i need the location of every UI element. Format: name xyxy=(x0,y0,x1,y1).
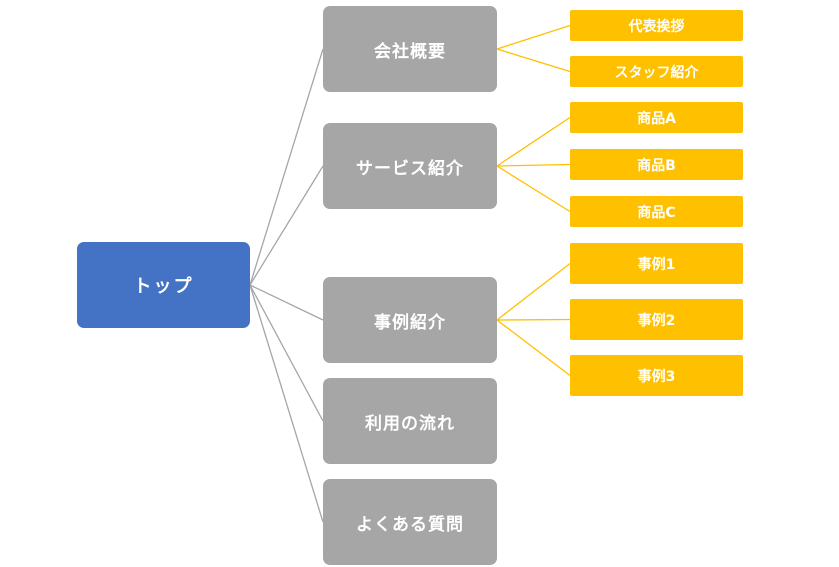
section-to-leaf-connector xyxy=(496,262,571,321)
leaf-node-case-3: 事例3 xyxy=(570,355,743,396)
section-node-label: よくある質問 xyxy=(356,514,464,535)
section-to-leaf-connector xyxy=(496,165,571,213)
section-node-company: 会社概要 xyxy=(323,6,497,92)
leaf-node-label: 商品A xyxy=(637,110,676,127)
root-to-section-connector xyxy=(249,284,324,523)
root-to-section-connector xyxy=(249,284,324,422)
root-to-section-connector xyxy=(249,165,324,286)
section-to-leaf-connector xyxy=(496,318,571,321)
leaf-node-product-c: 商品C xyxy=(570,196,743,227)
leaf-node-product-a: 商品A xyxy=(570,102,743,133)
section-node-services: サービス紹介 xyxy=(323,123,497,209)
leaf-node-label: 商品C xyxy=(637,204,676,221)
section-node-flow: 利用の流れ xyxy=(323,378,497,464)
leaf-node-case-1: 事例1 xyxy=(570,243,743,284)
section-node-faq: よくある質問 xyxy=(323,479,497,565)
leaf-node-greeting: 代表挨拶 xyxy=(570,10,743,41)
section-node-label: サービス紹介 xyxy=(356,158,464,179)
root-node-label: トップ xyxy=(133,276,194,297)
section-to-leaf-connector xyxy=(496,24,571,50)
section-to-leaf-connector xyxy=(496,163,571,167)
leaf-node-staff: スタッフ紹介 xyxy=(570,56,743,87)
section-to-leaf-connector xyxy=(496,116,571,167)
leaf-node-product-b: 商品B xyxy=(570,149,743,180)
leaf-node-label: 事例1 xyxy=(637,256,676,273)
section-to-leaf-connector xyxy=(496,48,571,73)
leaf-node-label: 商品B xyxy=(637,157,676,174)
root-node-top: トップ xyxy=(77,242,250,328)
leaf-node-label: 事例2 xyxy=(637,312,676,329)
section-node-label: 会社概要 xyxy=(374,41,446,62)
leaf-node-case-2: 事例2 xyxy=(570,299,743,340)
root-to-section-connector xyxy=(249,48,324,286)
leaf-node-label: 事例3 xyxy=(637,368,676,385)
section-to-leaf-connector xyxy=(496,319,571,377)
root-to-section-connector xyxy=(249,284,324,321)
section-node-cases: 事例紹介 xyxy=(323,277,497,363)
leaf-node-label: スタッフ紹介 xyxy=(614,64,699,81)
section-node-label: 事例紹介 xyxy=(374,312,446,333)
section-node-label: 利用の流れ xyxy=(365,413,455,434)
leaf-node-label: 代表挨拶 xyxy=(628,18,685,35)
